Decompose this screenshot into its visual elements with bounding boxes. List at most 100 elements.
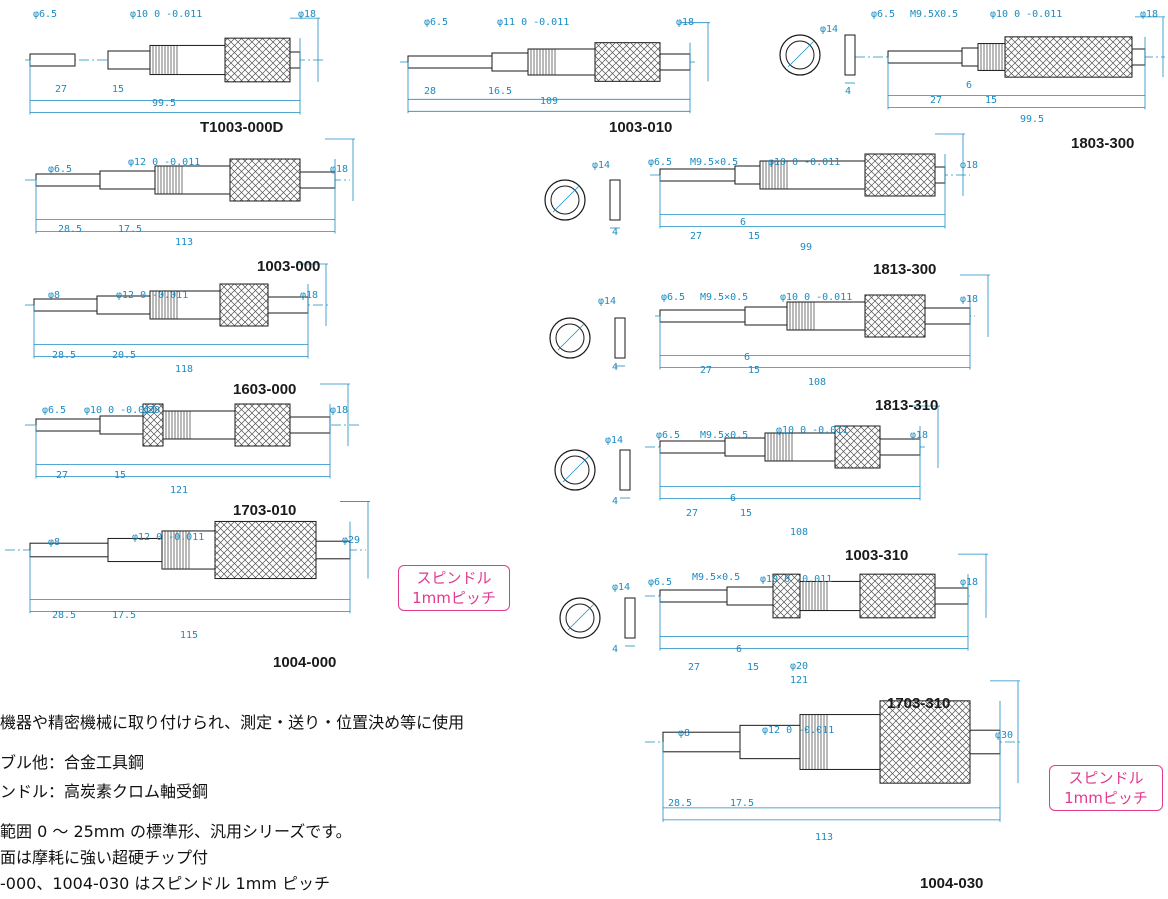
dimension-label: 4 xyxy=(612,227,618,238)
knurled-grip xyxy=(834,425,881,469)
model-label: 1803-300 xyxy=(1071,135,1135,152)
knurled-grip xyxy=(229,158,301,202)
dimension-label: 99.5 xyxy=(152,98,176,109)
ratchet-cap xyxy=(289,51,301,69)
ratchet-cap xyxy=(1131,48,1146,66)
sleeve xyxy=(744,306,788,326)
model-label: 1004-000 xyxy=(273,654,337,671)
dimension-label: 27 xyxy=(55,84,67,95)
ratchet-cap xyxy=(289,416,331,434)
thimble xyxy=(149,44,226,76)
dimension-label: 27 xyxy=(700,365,712,376)
dimension-label: 15 xyxy=(748,365,760,376)
dimension-label: M9.5×0.5 xyxy=(700,292,748,303)
dimension-label: 108 xyxy=(790,527,808,538)
model-label: 1813-310 xyxy=(875,397,939,414)
dimension-label: φ12 0 -0.011 xyxy=(762,725,834,736)
dimension-label: 118 xyxy=(175,364,193,375)
knurled-grip xyxy=(879,700,971,784)
knurled-grip xyxy=(864,294,926,338)
dimension-label: 28.5 xyxy=(52,610,76,621)
dimension-label: φ6.5 xyxy=(42,405,66,416)
model-label: 1813-300 xyxy=(873,261,937,278)
model-label: 1603-000 xyxy=(233,381,297,398)
spindle xyxy=(659,440,726,454)
ratchet-cap xyxy=(924,307,971,325)
dimension-label: φ6.5 xyxy=(656,430,680,441)
thimble xyxy=(527,48,596,76)
thimble xyxy=(154,165,231,195)
knurled-grip xyxy=(594,42,661,82)
dimension-label: φ10 0 -0.011 xyxy=(768,157,840,168)
dimension-label: φ18 xyxy=(330,164,348,175)
dimension-label: 4 xyxy=(612,362,618,373)
dimension-label: 121 xyxy=(790,675,808,686)
dimension-label: φ10 0 -0.011 xyxy=(776,425,848,436)
dimension-label: 17.5 xyxy=(118,224,142,235)
dimension-label: 6 xyxy=(730,493,736,504)
dimension-label: 6 xyxy=(966,80,972,91)
dimension-line xyxy=(567,603,595,631)
thimble xyxy=(786,301,866,331)
dimension-label: φ20 xyxy=(790,661,808,672)
dimension-label: φ12 0 -0.011 xyxy=(116,290,188,301)
dimension-label: φ12 0 -0.011 xyxy=(132,532,204,543)
dimension-label: 6 xyxy=(744,352,750,363)
dimension-label: φ20 xyxy=(142,405,160,416)
dimension-label: φ6.5 xyxy=(424,17,448,28)
knurled-grip xyxy=(1004,36,1133,78)
spindle xyxy=(29,53,76,67)
dimension-label: 20.5 xyxy=(112,350,136,361)
spindle xyxy=(29,542,109,558)
dimension-label: φ8 xyxy=(678,728,690,739)
sleeve xyxy=(99,415,144,435)
lock-nut-side xyxy=(844,34,856,76)
badge-line1: スピンドル xyxy=(416,569,492,587)
dimension-label: 108 xyxy=(808,377,826,388)
dimension-label: 109 xyxy=(540,96,558,107)
spindle xyxy=(35,418,101,432)
dimension-label: 16.5 xyxy=(488,86,512,97)
sleeve xyxy=(491,52,529,72)
dimension-label: 121 xyxy=(170,485,188,496)
note-line: 機器や精密機械に取り付けられ、測定・送り・位置決め等に使用 xyxy=(0,713,465,732)
dimension-label: φ14 xyxy=(592,160,610,171)
dimension-label: φ10 0 -0.011 xyxy=(780,292,852,303)
thimble xyxy=(977,43,1006,71)
dimension-label: 113 xyxy=(815,832,833,843)
dimension-label: φ10 0 -0.011 xyxy=(990,9,1062,20)
dimension-label: φ18 xyxy=(330,405,348,416)
dimension-label: M9.5×0.5 xyxy=(700,430,748,441)
note-line: 範囲 0 〜 25mm の標準形、汎用シリーズです。 xyxy=(0,822,352,841)
dimension-label: 99.5 xyxy=(1020,114,1044,125)
dimension-label: φ10 0 -0.011 xyxy=(760,574,832,585)
model-label: T1003-000D xyxy=(200,119,284,136)
dimension-label: 27 xyxy=(690,231,702,242)
dimension-label: φ12 0 -0.011 xyxy=(128,157,200,168)
sleeve xyxy=(107,50,151,70)
thimble xyxy=(162,410,236,440)
lock-nut-side xyxy=(624,597,636,639)
dimension-label: φ30 xyxy=(995,730,1013,741)
dimension-label: 27 xyxy=(930,95,942,106)
spindle xyxy=(35,173,101,187)
dimension-label: 27 xyxy=(686,508,698,519)
dimension-label: 17.5 xyxy=(112,610,136,621)
knurled-grip xyxy=(219,283,269,327)
dimension-label: 28.5 xyxy=(58,224,82,235)
sleeve xyxy=(734,165,761,185)
dimension-label: φ6.5 xyxy=(871,9,895,20)
thimble xyxy=(149,290,226,320)
spindle xyxy=(659,168,736,182)
sleeve xyxy=(726,586,774,606)
dimension-label: M9.5×0.5 xyxy=(692,572,740,583)
dimension-label: φ14 xyxy=(820,24,838,35)
dimension-label: 15 xyxy=(985,95,997,106)
thimble xyxy=(799,714,881,770)
thimble xyxy=(759,160,866,190)
model-label: 1703-010 xyxy=(233,502,297,519)
dimension-label: 4 xyxy=(612,496,618,507)
dimension-label: φ18 xyxy=(300,290,318,301)
model-label: 1003-000 xyxy=(257,258,321,275)
spindle xyxy=(659,589,728,603)
